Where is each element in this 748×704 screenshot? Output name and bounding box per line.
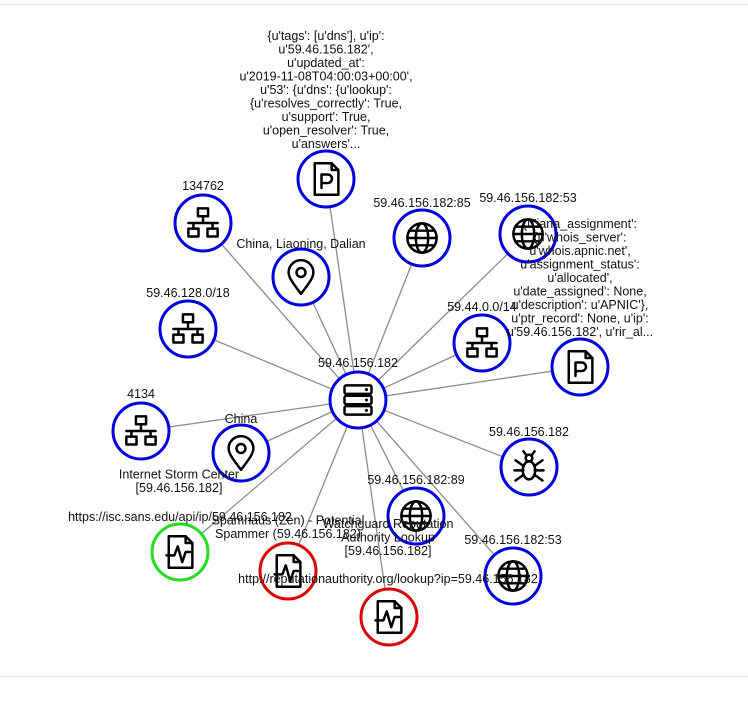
edge-n_center-n_json (325, 178, 359, 401)
label-line: u'whois.apnic.net', (529, 244, 630, 258)
node-json[interactable] (296, 149, 356, 209)
node-isc[interactable] (150, 522, 210, 582)
edge-n_center-n_whois (357, 366, 581, 401)
label-line: {u'resolves_correctly': True, (250, 97, 402, 111)
label-line: u'updated_at': (287, 56, 365, 70)
edge-n_center-n_isc_url (179, 399, 359, 553)
node-china[interactable] (211, 423, 271, 483)
label-line: u'59.46.156.182', (278, 43, 373, 57)
node-repauth[interactable] (359, 587, 419, 647)
label-line: [59.46.156.182] (345, 544, 432, 558)
edge-n_center-n_repauth_url (357, 399, 390, 618)
label-line: Watchguard Reputation (323, 517, 454, 531)
label-line: {u'iana_assignment': (523, 217, 637, 231)
node-label-china: China (225, 412, 258, 426)
label-line: u'ptr_record': None, u'ip': (511, 312, 648, 326)
node-ring (550, 337, 610, 397)
edge-n_center-n_url53a (357, 233, 529, 401)
label-line: 59.44.0.0/14 (447, 300, 517, 314)
edge-n_center-n_malware (357, 399, 530, 468)
label-line: https://isc.sans.edu/api/ip/59.46.156.18… (68, 510, 292, 524)
label-line: u'assignment_status': (520, 258, 639, 272)
node-label-cidr44: 59.44.0.0/14 (447, 300, 517, 314)
bottom-divider (0, 676, 748, 677)
label-line: {u'whois_server': (533, 231, 626, 245)
label-line: 59.46.128.0/18 (146, 286, 229, 300)
node-ring (499, 437, 559, 497)
node-label-url53b: 59.46.156.182:53 (464, 533, 561, 547)
node-asn4134[interactable] (111, 401, 171, 461)
label-line: China (225, 412, 258, 426)
node-label-asn134762: 134762 (182, 179, 224, 193)
node-dalian[interactable] (271, 247, 331, 307)
label-line: u'allocated', (547, 271, 612, 285)
node-url53a[interactable] (498, 204, 558, 264)
top-divider (0, 4, 748, 5)
label-line: 59.46.156.182:85 (373, 196, 470, 210)
node-ring (296, 149, 356, 209)
node-label-malware: 59.46.156.182 (489, 425, 569, 439)
label-line: Internet Storm Center (119, 468, 239, 482)
label-line: u'59.46.156.182', u'rir_al... (507, 325, 653, 339)
node-asn134762[interactable] (173, 193, 233, 253)
node-label-isc-url: https://isc.sans.edu/api/ip/59.46.156.18… (68, 510, 292, 524)
node-label-json: {u'tags': [u'dns'], u'ip':u'59.46.156.18… (239, 29, 412, 151)
label-line: 59.46.156.182:53 (479, 191, 576, 205)
label-line: 4134 (127, 387, 155, 401)
label-line: Spammer (59.46.156.182) (215, 527, 361, 541)
label-line: u'open_resolver': True, (263, 124, 389, 138)
label-line: {u'tags': [u'dns'], u'ip': (267, 29, 384, 43)
node-label-dalian: China, Liaoning, Dalian (236, 237, 365, 251)
label-line: u'description': u'APNIC'}, (512, 298, 649, 312)
node-label-whois: {u'iana_assignment':{u'whois_server':u'w… (507, 217, 653, 339)
node-url53b[interactable] (483, 546, 543, 606)
label-line: u'53': {u'dns': {u'lookup': (260, 83, 392, 97)
node-whois[interactable] (550, 337, 610, 397)
node-spamhaus[interactable] (258, 541, 318, 601)
label-line: u'support': True, (282, 110, 371, 124)
label-line: u'2019-11-08T04:00:03+00:00', (239, 70, 412, 84)
node-label-repauth-url: http://reputationauthority.org/lookup?ip… (238, 572, 538, 586)
edge-n_center-n_spamhaus (287, 399, 359, 572)
edge-n_center-n_url53b (357, 399, 514, 577)
edge-n_center-n_cidr128 (187, 328, 359, 401)
label-line: Spamhaus (Zen) - Potential (212, 514, 365, 528)
label-line: u'date_assigned': None, (513, 285, 646, 299)
label-line: Authority Lookup (341, 531, 435, 545)
label-line: u'answers'... (292, 137, 361, 151)
node-center[interactable] (328, 370, 388, 430)
node-label-asn4134: 4134 (127, 387, 155, 401)
label-line: 59.46.156.182:89 (367, 473, 464, 487)
edge-n_center-n_asn134762 (202, 222, 359, 401)
node-label-isc: Internet Storm Center[59.46.156.182] (119, 468, 239, 496)
node-label-center: 59.46.156.182 (318, 356, 398, 370)
label-line: 134762 (182, 179, 224, 193)
node-cidr44[interactable] (452, 313, 512, 373)
node-label-url85: 59.46.156.182:85 (373, 196, 470, 210)
nodes-layer: 59.46.156.182{u'tags': [u'dns'], u'ip':u… (68, 29, 653, 647)
label-line: 59.46.156.182 (489, 425, 569, 439)
node-url89[interactable] (386, 486, 446, 546)
node-cidr128[interactable] (158, 299, 218, 359)
edge-n_center-n_asn4134 (140, 399, 359, 432)
node-label-url89: 59.46.156.182:89 (367, 473, 464, 487)
node-malware[interactable] (499, 437, 559, 497)
label-line: [59.46.156.182] (136, 481, 223, 495)
label-line: 59.46.156.182:53 (464, 533, 561, 547)
node-url85[interactable] (392, 208, 452, 268)
node-label-url53a: 59.46.156.182:53 (479, 191, 576, 205)
node-ring (328, 370, 388, 430)
label-line: 59.46.156.182 (318, 356, 398, 370)
label-line: http://reputationauthority.org/lookup?ip… (238, 572, 538, 586)
node-label-cidr128: 59.46.128.0/18 (146, 286, 229, 300)
label-line: China, Liaoning, Dalian (236, 237, 365, 251)
